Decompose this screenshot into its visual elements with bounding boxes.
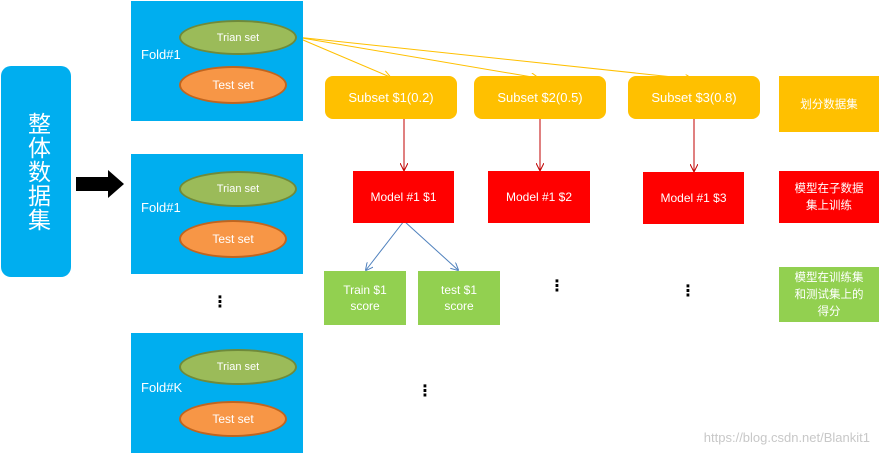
legend-label: 模型在训练集和测试集上的得分 — [794, 270, 864, 318]
test-score-box: test $1 score — [418, 271, 500, 325]
train-set-ellipse: Trian set — [179, 171, 297, 207]
train-set-ellipse: Trian set — [179, 349, 297, 385]
whole-dataset-label: 整体数据集 — [23, 111, 50, 232]
test-set-label: Test set — [212, 412, 254, 426]
legend-split-dataset: 划分数据集 — [779, 76, 879, 132]
model-label: Model #1 $1 — [370, 190, 437, 204]
test-set-ellipse: Test set — [179, 401, 287, 437]
subset-label: Subset $3(0.8) — [651, 90, 737, 105]
fold-label: Fold#1 — [141, 47, 181, 62]
test-set-ellipse: Test set — [179, 66, 287, 104]
train-set-ellipse: Trian set — [179, 20, 297, 55]
score-label: test $1 score — [440, 283, 478, 313]
model-box-2: Model #1 $2 — [488, 171, 590, 223]
fold-box-1: Fold#1 Trian set Test set — [131, 1, 303, 121]
big-right-arrow-icon — [76, 170, 124, 198]
subset-box-2: Subset $2(0.5) — [474, 76, 606, 119]
model-label: Model #1 $3 — [660, 191, 727, 205]
train-set-label: Trian set — [216, 183, 260, 195]
fold-label: Fold#K — [141, 380, 183, 395]
test-set-ellipse: Test set — [179, 220, 287, 258]
arrow-train-to-subset-1 — [295, 36, 390, 77]
train-set-label: Trian set — [216, 361, 260, 373]
legend-label: 划分数据集 — [800, 96, 858, 111]
score-label: Train $1 score — [343, 283, 387, 313]
subset-box-1: Subset $1(0.2) — [325, 76, 457, 119]
fold-label: Fold#1 — [141, 200, 181, 215]
model-box-3: Model #1 $3 — [643, 172, 744, 224]
model-2-ellipsis: ⋮ — [549, 278, 565, 295]
fold-box-k: Fold#K Trian set Test set — [131, 333, 303, 453]
arrow-train-to-subset-2 — [295, 36, 538, 78]
scores-ellipsis: ⋮ — [417, 383, 433, 400]
test-set-label: Test set — [212, 78, 254, 92]
model-label: Model #1 $2 — [505, 190, 573, 204]
subset-label: Subset $2(0.5) — [497, 90, 583, 105]
legend-score: 模型在训练集和测试集上的得分 — [779, 267, 879, 322]
fold-ellipsis: ⋮ — [212, 294, 228, 311]
model-box-1: Model #1 $1 — [353, 171, 454, 223]
legend-label: 模型在子数据集上训练 — [794, 181, 864, 212]
train-score-box: Train $1 score — [324, 271, 406, 325]
arrow-model-to-train-score — [366, 220, 405, 270]
subset-arrows — [295, 36, 692, 79]
score-arrows — [366, 220, 458, 270]
model-3-ellipsis: ⋮ — [680, 283, 696, 300]
test-set-label: Test set — [212, 232, 254, 246]
arrow-train-to-subset-3 — [295, 36, 692, 79]
fold-box-2: Fold#1 Trian set Test set — [131, 154, 303, 274]
arrow-model-to-test-score — [403, 220, 458, 270]
subset-label: Subset $1(0.2) — [348, 90, 434, 105]
model-arrows — [404, 119, 694, 171]
train-set-label: Trian set — [216, 31, 260, 44]
legend-train-on-subset: 模型在子数据集上训练 — [779, 171, 879, 223]
subset-box-3: Subset $3(0.8) — [628, 76, 760, 119]
whole-dataset-box: 整体数据集 — [1, 66, 71, 277]
watermark: https://blog.csdn.net/Blankit1 — [703, 430, 870, 445]
